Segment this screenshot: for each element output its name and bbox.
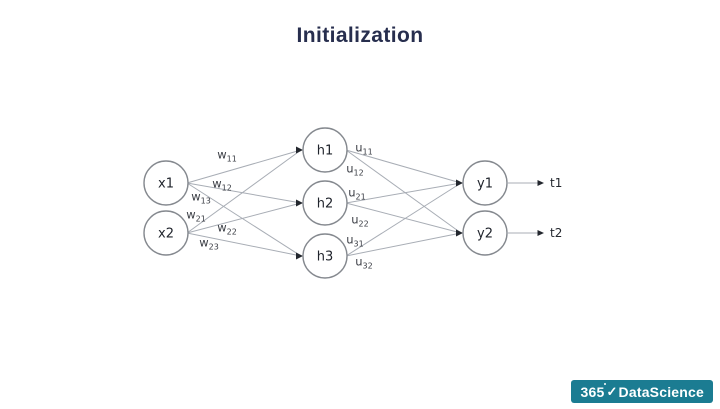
- weight-label-w21: w21: [186, 208, 206, 224]
- output-arrowhead-y2: [537, 230, 544, 236]
- weight-label-w11: w11: [217, 148, 237, 164]
- arrowhead-into-y1: [456, 179, 463, 187]
- logo-365-text: 365: [580, 383, 605, 400]
- weight-label-u32: u32: [355, 255, 372, 271]
- node-circle-h2: [302, 180, 348, 226]
- weight-label-u22: u22: [351, 213, 368, 229]
- logo-name-text: DataScience: [618, 383, 704, 400]
- edge-x2-h1: [186, 149, 302, 234]
- arrowhead-into-h2: [296, 199, 303, 207]
- output-arrowhead-y1: [537, 180, 544, 186]
- target-label-t2: t2: [550, 226, 562, 240]
- weight-label-u21: u21: [348, 186, 365, 202]
- edge-x2-h3: [186, 232, 302, 257]
- edge-h2-y2: [345, 202, 462, 234]
- edge-h3-y1: [345, 182, 462, 257]
- node-label-h3: h3: [317, 250, 334, 265]
- node-label-x2: x2: [158, 227, 174, 242]
- weight-label-w23: w23: [199, 236, 219, 252]
- edge-x2-h2: [186, 202, 302, 234]
- edge-h1-y1: [345, 149, 462, 184]
- edge-h2-y1: [345, 182, 462, 204]
- arrowhead-into-y2: [456, 229, 463, 237]
- weight-label-w12: w12: [212, 177, 232, 193]
- checkmark-icon: ✓: [604, 382, 618, 399]
- node-label-h2: h2: [317, 197, 334, 212]
- weight-label-u11: u11: [355, 141, 372, 157]
- node-circle-h1: [302, 127, 348, 173]
- brand-logo: 365 ✓ DataScience: [571, 380, 713, 403]
- edge-x1-h1: [186, 149, 302, 184]
- arrowhead-into-h1: [296, 146, 303, 154]
- weight-label-u31: u31: [346, 233, 363, 249]
- weight-label-w13: w13: [191, 190, 211, 206]
- edge-h1-y2: [345, 149, 462, 234]
- edge-x1-h2: [186, 182, 302, 204]
- node-label-h1: h1: [317, 144, 334, 159]
- weight-label-w22: w22: [217, 221, 237, 237]
- node-circle-x2: [143, 210, 189, 256]
- node-label-x1: x1: [158, 177, 174, 192]
- node-label-y1: y1: [477, 177, 493, 192]
- node-circle-x1: [143, 160, 189, 206]
- target-label-t1: t1: [550, 176, 562, 190]
- edge-x1-h3: [186, 182, 302, 257]
- arrowhead-into-h3: [296, 252, 303, 260]
- node-label-y2: y2: [477, 227, 493, 242]
- node-circle-h3: [302, 233, 348, 279]
- weight-label-u12: u12: [346, 162, 363, 178]
- page-title: Initialization: [296, 24, 424, 47]
- edge-h3-y2: [345, 232, 462, 257]
